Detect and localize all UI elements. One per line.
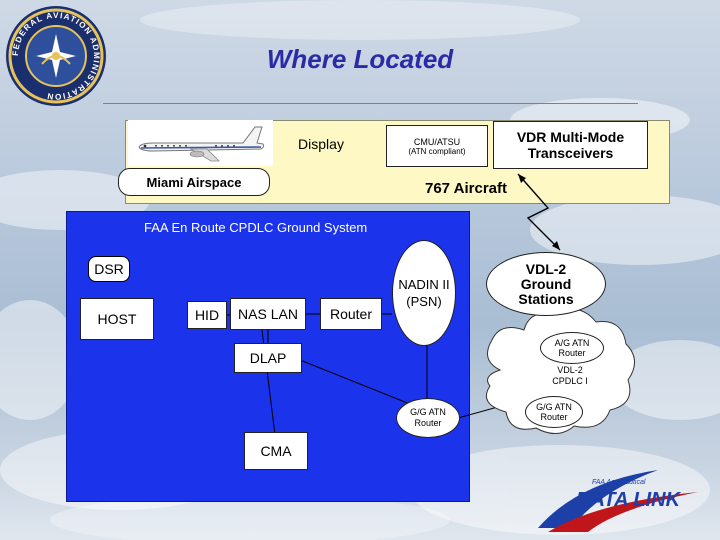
- cloud-gg-atn-router-node: G/G ATN Router: [525, 396, 583, 428]
- miami-airspace-label: Miami Airspace: [118, 168, 270, 196]
- vdr-transceivers-box: VDR Multi-Mode Transceivers: [493, 121, 648, 169]
- vdr-line1: VDR Multi-Mode: [516, 129, 625, 145]
- host-node: HOST: [80, 298, 154, 340]
- aircraft-label: 767 Aircraft: [425, 180, 507, 197]
- datalink-small-text: FAA Aeronautical: [592, 479, 646, 486]
- nadin-psn-node: NADIN II (PSN): [392, 240, 456, 346]
- ag-atn-router-node: A/G ATN Router: [540, 332, 604, 364]
- datalink-big-text: DATA LINK: [576, 489, 682, 511]
- slide-title: Where Located: [266, 44, 454, 74]
- vdl2-cpdlc-label: VDL-2 CPDLC I: [540, 365, 600, 387]
- cloud-line1: VDL-2: [557, 365, 583, 375]
- cma-node: CMA: [244, 432, 308, 470]
- gg-router-line1: G/G ATN: [410, 407, 446, 417]
- vdl2-ground-stations-node: VDL-2 Ground Stations: [486, 252, 606, 316]
- cloud-gg-line1: G/G ATN: [536, 402, 572, 412]
- ground-system-title: FAA En Route CPDLC Ground System: [144, 220, 368, 235]
- cmu-title: CMU/ATSU: [413, 136, 461, 147]
- nas-lan-node: NAS LAN: [230, 298, 306, 330]
- nadin-line1: NADIN II: [398, 277, 450, 292]
- airplane-icon: [137, 126, 264, 162]
- cloud-line2: CPDLC I: [552, 376, 588, 386]
- hid-node: HID: [187, 301, 227, 329]
- dlap-node: DLAP: [234, 343, 302, 373]
- stations-line3: Stations: [518, 290, 574, 307]
- faa-seal-logo: FEDERAL AVIATION ADMINISTRATION: [6, 6, 106, 106]
- vdr-line2: Transceivers: [527, 145, 614, 161]
- router-node: Router: [320, 298, 382, 330]
- gg-atn-router-node: G/G ATN Router: [396, 398, 460, 438]
- display-label: Display: [298, 136, 344, 152]
- stations-line1: VDL-2: [525, 260, 567, 277]
- cmu-subtitle: (ATN compliant): [408, 146, 466, 156]
- stations-line2: Ground: [520, 275, 572, 292]
- title-divider: [103, 103, 638, 104]
- ag-router-line1: A/G ATN: [554, 338, 590, 348]
- ag-router-line2: Router: [558, 348, 586, 358]
- nadin-line2: (PSN): [406, 294, 442, 309]
- cloud-gg-line2: Router: [540, 412, 568, 422]
- dsr-node: DSR: [88, 256, 130, 282]
- airplane-image: [128, 120, 273, 166]
- gg-router-line2: Router: [414, 418, 442, 428]
- cmu-atsu-box: CMU/ATSU (ATN compliant): [386, 125, 488, 167]
- data-link-logo: FAA Aeronautical DATA LINK: [538, 470, 698, 532]
